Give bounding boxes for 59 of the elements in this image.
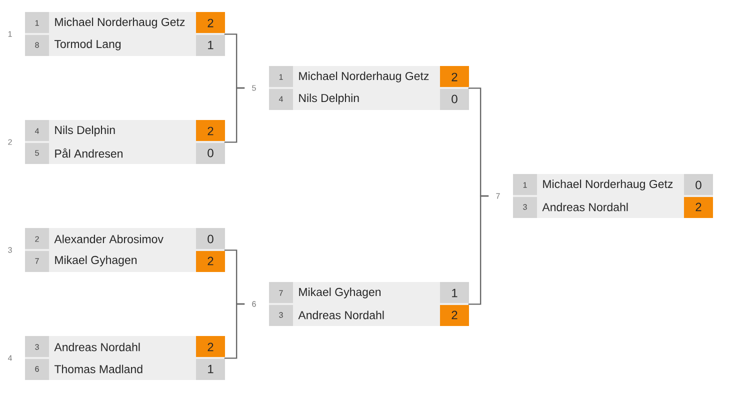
player-name: Pål Andresen xyxy=(55,148,122,158)
player-name: Andreas Nordahl xyxy=(298,310,384,320)
score-cell: 0 xyxy=(196,143,225,164)
player-name: Nils Delphin xyxy=(299,94,359,104)
seed-number: 3 xyxy=(513,197,537,218)
score-cell: 2 xyxy=(440,66,469,87)
seed-number: 6 xyxy=(25,359,49,380)
match-number: 1 xyxy=(8,31,12,37)
match-number: 4 xyxy=(8,355,12,361)
match-card xyxy=(25,228,225,272)
player-name: Thomas Madland xyxy=(54,364,142,374)
match-number: 6 xyxy=(252,301,256,307)
seed-number: 1 xyxy=(269,66,293,87)
seed-number: 8 xyxy=(25,35,49,56)
match-card xyxy=(25,336,225,380)
seed-number: 1 xyxy=(513,174,537,195)
score-cell: 1 xyxy=(196,35,225,56)
match-card xyxy=(269,66,469,110)
match-card xyxy=(269,282,469,326)
seed-number: 3 xyxy=(269,305,293,326)
bracket-line xyxy=(224,303,245,359)
player-name: Alexander Abrosimov xyxy=(54,234,164,244)
match-card xyxy=(25,120,225,164)
bracket-line xyxy=(468,195,489,305)
seed-number: 4 xyxy=(269,89,293,110)
player-name: Andreas Nordahl xyxy=(542,202,628,212)
match-number: 5 xyxy=(252,85,256,91)
player-name: Nils Delphin xyxy=(55,126,115,136)
score-cell: 0 xyxy=(196,228,225,249)
seed-number: 7 xyxy=(269,282,293,303)
seed-number: 1 xyxy=(25,12,49,33)
player-name: Mikael Gyhagen xyxy=(55,256,137,266)
seed-number: 4 xyxy=(25,120,49,141)
score-cell: 2 xyxy=(440,305,469,326)
score-cell: 2 xyxy=(196,120,225,141)
seed-number: 5 xyxy=(25,143,49,164)
score-cell: 0 xyxy=(684,174,713,195)
score-cell: 2 xyxy=(684,197,713,218)
seed-number: 2 xyxy=(25,228,49,249)
match-number: 3 xyxy=(8,247,12,253)
score-cell: 2 xyxy=(196,336,225,357)
player-name: Michael Norderhaug Getz xyxy=(543,180,673,190)
player-name: Tormod Lang xyxy=(54,40,121,50)
player-name: Mikael Gyhagen xyxy=(299,288,381,298)
score-cell: 0 xyxy=(440,89,469,110)
score-cell: 2 xyxy=(196,12,225,33)
match-card xyxy=(513,174,713,218)
player-name: Michael Norderhaug Getz xyxy=(299,72,429,82)
player-name: Andreas Nordahl xyxy=(54,342,140,352)
score-cell: 1 xyxy=(196,359,225,380)
player-name: Michael Norderhaug Getz xyxy=(55,18,185,28)
bracket-line xyxy=(224,87,245,143)
match-number: 7 xyxy=(496,193,500,199)
score-cell: 1 xyxy=(440,282,469,303)
match-number: 2 xyxy=(8,139,12,145)
score-cell: 2 xyxy=(196,251,225,272)
match-card xyxy=(25,12,225,56)
seed-number: 7 xyxy=(25,251,49,272)
seed-number: 3 xyxy=(25,336,49,357)
